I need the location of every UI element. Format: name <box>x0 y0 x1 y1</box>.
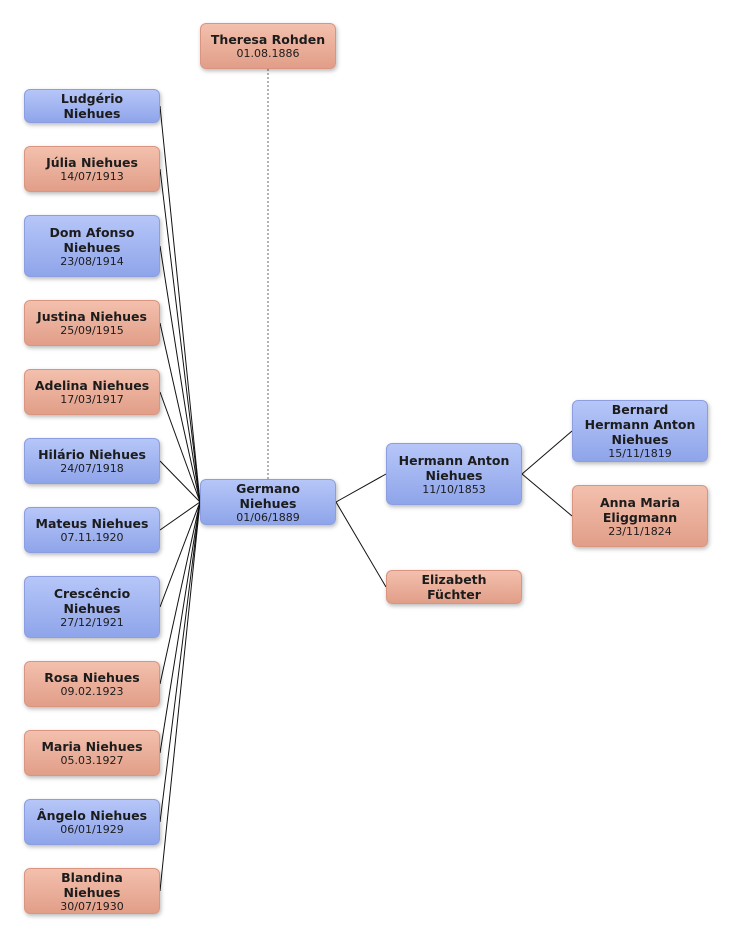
person-ludgerio-niehues[interactable]: Ludgério Niehues <box>24 89 160 123</box>
child-link-adelina <box>159 391 201 503</box>
person-bernard-hermann-anton-niehues[interactable]: Bernard Hermann Anton Niehues 15/11/1819 <box>572 400 708 462</box>
person-date: 25/09/1915 <box>60 324 124 337</box>
person-date: 24/07/1918 <box>60 462 124 475</box>
person-julia-niehues[interactable]: Júlia Niehues 14/07/1913 <box>24 146 160 192</box>
person-date: 01.08.1886 <box>236 47 300 60</box>
person-crescencio-niehues[interactable]: Crescêncio Niehues 27/12/1921 <box>24 576 160 638</box>
parent-link-hermann <box>335 473 387 503</box>
child-link-angelo <box>159 501 201 823</box>
child-link-afonso <box>159 245 201 503</box>
person-name: Anna Maria Eliggmann <box>599 494 681 525</box>
child-link-justina <box>159 322 201 503</box>
person-date: 11/10/1853 <box>422 482 486 496</box>
person-date: 09.02.1923 <box>60 685 124 698</box>
child-link-julia <box>159 168 201 503</box>
person-date: 06/01/1929 <box>60 823 124 836</box>
person-date: 30/07/1930 <box>60 899 124 913</box>
person-date: 23/08/1914 <box>60 254 124 268</box>
person-name: Germano Niehues <box>236 480 300 511</box>
person-name: Maria Niehues <box>41 739 143 754</box>
child-link-maria <box>159 501 201 754</box>
person-name: Mateus Niehues <box>35 516 149 531</box>
person-hermann-anton-niehues[interactable]: Hermann Anton Niehues 11/10/1853 <box>386 443 522 505</box>
person-name: Ludgério Niehues <box>60 91 124 121</box>
person-name: Dom Afonso Niehues <box>49 224 135 255</box>
person-anna-maria-eliggmann[interactable]: Anna Maria Eliggmann 23/11/1824 <box>572 485 708 547</box>
person-date: 15/11/1819 <box>608 447 672 460</box>
person-dom-afonso-niehues[interactable]: Dom Afonso Niehues 23/08/1914 <box>24 215 160 277</box>
person-date: 23/11/1824 <box>608 524 672 538</box>
person-name: Bernard Hermann Anton Niehues <box>584 402 696 447</box>
person-germano-niehues[interactable]: Germano Niehues 01/06/1889 <box>200 479 336 525</box>
person-elizabeth-fuchter[interactable]: Elizabeth Füchter <box>386 570 522 604</box>
parent-link-bernard <box>521 430 573 475</box>
person-name: Crescêncio Niehues <box>53 585 131 616</box>
child-link-blandina <box>159 501 201 892</box>
person-date: 07.11.1920 <box>60 531 124 544</box>
person-name: Adelina Niehues <box>34 378 150 393</box>
person-name: Rosa Niehues <box>44 670 140 685</box>
person-name: Elizabeth Füchter <box>421 572 487 602</box>
person-mateus-niehues[interactable]: Mateus Niehues 07.11.1920 <box>24 507 160 553</box>
person-adelina-niehues[interactable]: Adelina Niehues 17/03/1917 <box>24 369 160 415</box>
person-name: Júlia Niehues <box>46 155 138 170</box>
person-date: 05.03.1927 <box>60 754 124 767</box>
person-date: 17/03/1917 <box>60 393 124 406</box>
child-link-crescencio <box>159 501 201 608</box>
person-date: 27/12/1921 <box>60 615 124 629</box>
person-name: Blandina Niehues <box>61 869 123 900</box>
person-theresa-rohden[interactable]: Theresa Rohden 01.08.1886 <box>200 23 336 69</box>
person-name: Theresa Rohden <box>210 32 326 47</box>
person-justina-niehues[interactable]: Justina Niehues 25/09/1915 <box>24 300 160 346</box>
person-rosa-niehues[interactable]: Rosa Niehues 09.02.1923 <box>24 661 160 707</box>
child-link-rosa <box>159 501 201 685</box>
person-angelo-niehues[interactable]: Ângelo Niehues 06/01/1929 <box>24 799 160 845</box>
person-name: Justina Niehues <box>37 309 147 324</box>
person-name: Hilário Niehues <box>38 447 146 462</box>
child-link-mateus <box>159 501 201 531</box>
person-blandina-niehues[interactable]: Blandina Niehues 30/07/1930 <box>24 868 160 914</box>
person-maria-niehues[interactable]: Maria Niehues 05.03.1927 <box>24 730 160 776</box>
parent-link-elizabeth <box>335 501 387 588</box>
child-link-hilario <box>159 460 201 503</box>
parent-link-anna <box>521 473 573 517</box>
person-date: 14/07/1913 <box>60 170 124 183</box>
person-date: 01/06/1889 <box>236 510 300 524</box>
person-name: Ângelo Niehues <box>36 808 148 823</box>
person-hilario-niehues[interactable]: Hilário Niehues 24/07/1918 <box>24 438 160 484</box>
child-link-ludgerio <box>159 105 201 503</box>
person-name: Hermann Anton Niehues <box>398 452 510 483</box>
